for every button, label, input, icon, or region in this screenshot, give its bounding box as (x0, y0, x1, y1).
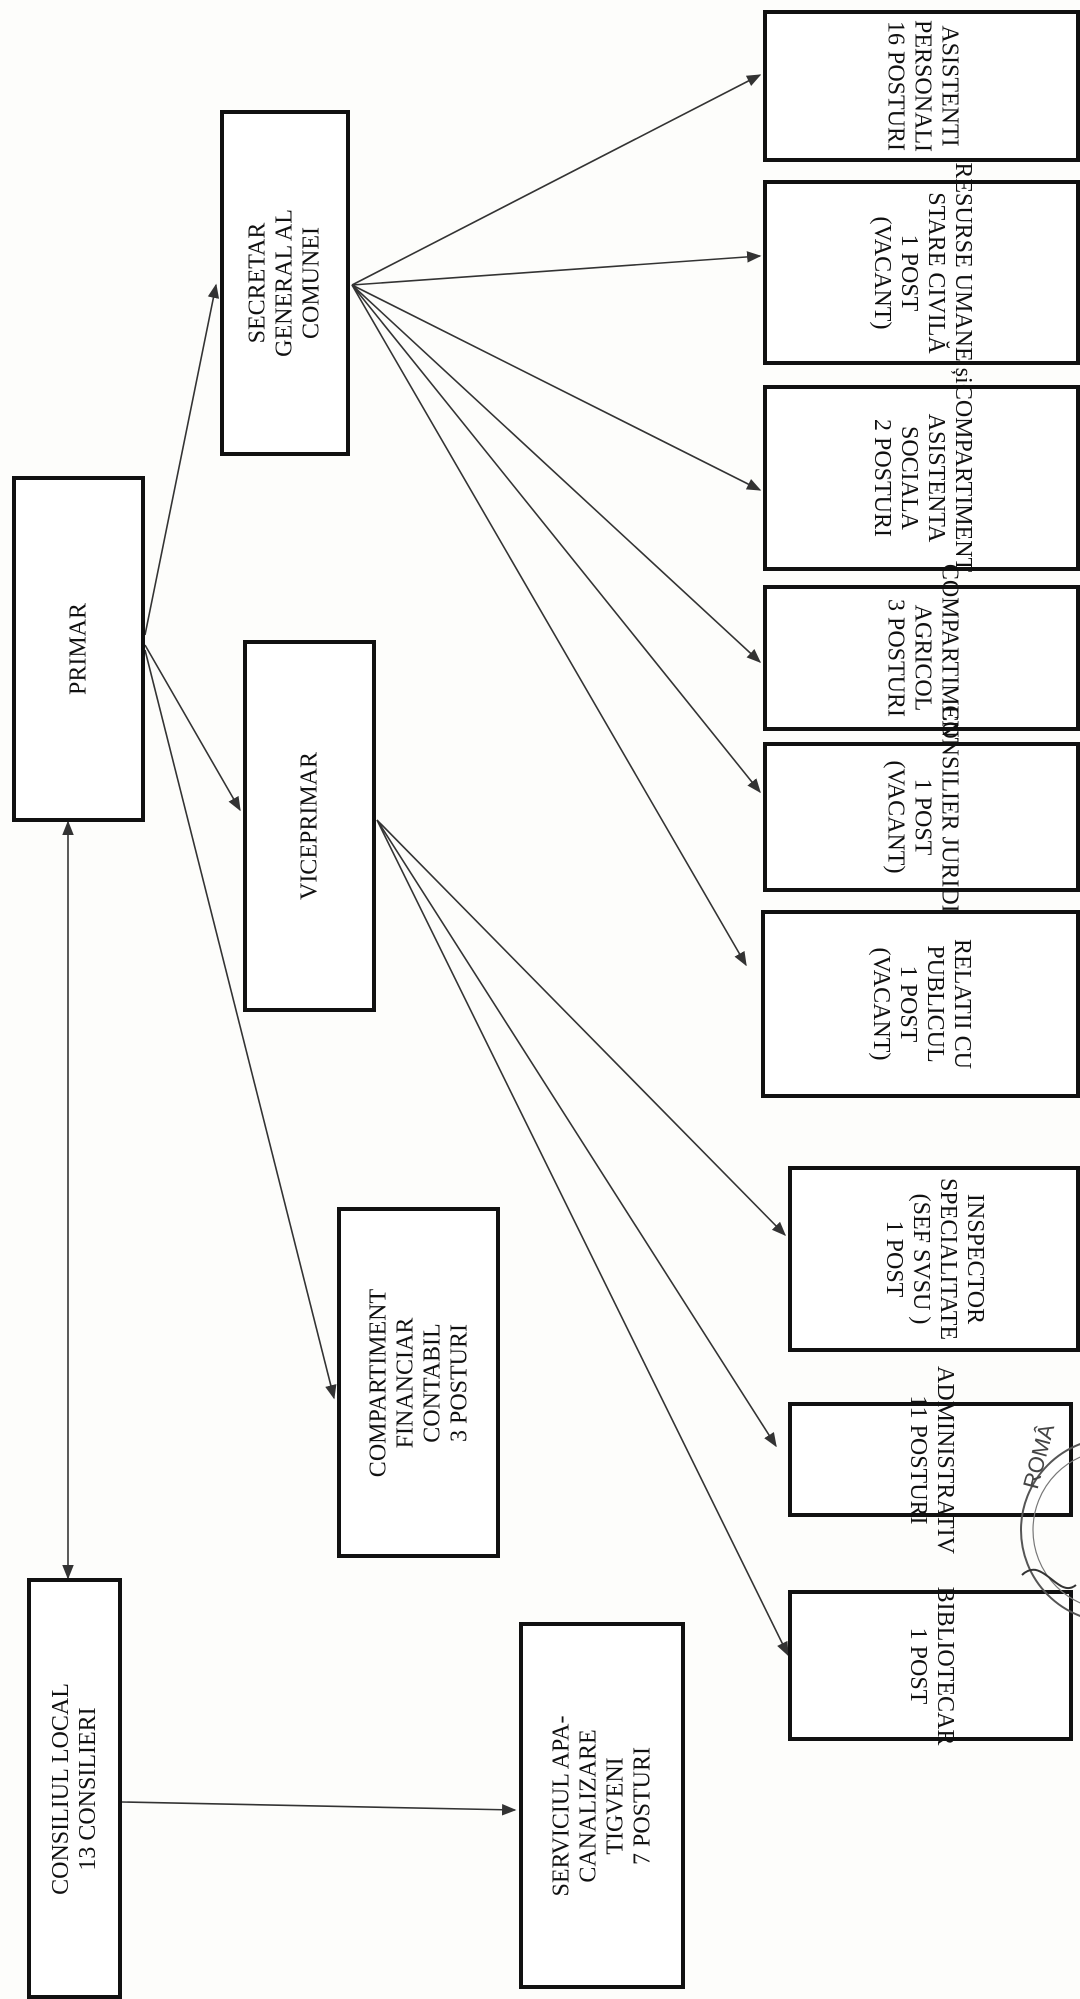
node-asistenti-personali: ASISTENTI PERSONALI 16 POSTURI (763, 10, 1080, 162)
connector-secretar-agricol (351, 284, 762, 663)
node-bibliotecar: BIBLIOTECAR 1 POST (788, 1586, 1073, 1745)
node-consilier-juridic-label: CONSILIER JURIDIC 1 POST (VACANT) (882, 705, 962, 929)
node-financiar: COMPARTIMENT FINANCIAR CONTABIL 3 POSTUR… (337, 1207, 500, 1558)
node-asistenta-sociala: COMPARTIMENT ASISTENTA SOCIALA 2 POSTURI (763, 383, 1080, 573)
connector-viceprimar-inspector (376, 819, 787, 1237)
node-apa-canalizare-label: SERVICIUL APA- CANALIZARE TIGVENI 7 POST… (548, 1715, 655, 1896)
connector-viceprimar-administrativ (376, 819, 777, 1448)
node-consilier-juridic: CONSILIER JURIDIC 1 POST (VACANT) (763, 705, 1080, 929)
connector-secretar-juridic (351, 284, 761, 794)
official-stamp: ROMÂNIA (1018, 1425, 1080, 1635)
node-viceprimar-label: VICEPRIMAR (296, 751, 323, 901)
node-inspector-specialitate: INSPECTOR SPECIALITATE (SEF SVSU ) 1 POS… (788, 1166, 1080, 1352)
node-inspector-specialitate-label: INSPECTOR SPECIALITATE (SEF SVSU ) 1 POS… (881, 1177, 988, 1341)
connector-secretar-asistenta (351, 284, 762, 491)
node-relatii-publicul-label: RELATII CU PUBLICUL 1 POST (VACANT) (867, 939, 975, 1069)
connector-primar-financiar (144, 649, 337, 1400)
node-consiliu-local: CONSILIUL LOCAL 13 CONSILIERI (27, 1578, 122, 1999)
node-administrativ: ADMINISTRATIV 11 POSTURI (788, 1366, 1073, 1554)
node-asistenta-sociala-label: COMPARTIMENT ASISTENTA SOCIALA 2 POSTURI (868, 383, 976, 573)
node-consiliu-local-label: CONSILIUL LOCAL 13 CONSILIERI (47, 1682, 101, 1895)
connector-secretar-resurse (351, 251, 762, 286)
node-secretar: SECRETAR GENERAL AL COMUNEI (220, 110, 350, 456)
stamp-circle-icon (1020, 1443, 1080, 1617)
node-secretar-label: SECRETAR GENERAL AL COMUNEI (244, 209, 325, 357)
node-relatii-publicul: RELATII CU PUBLICUL 1 POST (VACANT) (761, 910, 1080, 1098)
node-resurse-umane-label: RESURSE UMANE și STARE CIVILĂ 1 POST (VA… (868, 161, 976, 384)
connector-secretar-asistenti (351, 74, 762, 286)
node-administrativ-label: ADMINISTRATIV 11 POSTURI (904, 1365, 958, 1554)
node-primar: PRIMAR (12, 476, 145, 822)
node-viceprimar: VICEPRIMAR (243, 640, 376, 1012)
node-agricol: COMPARTIMENT AGRICOL 3 POSTURI (763, 564, 1080, 752)
node-financiar-label: COMPARTIMENT FINANCIAR CONTABIL 3 POSTUR… (364, 1288, 472, 1477)
node-primar-label: PRIMAR (65, 602, 92, 696)
connector-primar-viceprimar (144, 644, 241, 812)
connector-primar-secretar (144, 283, 220, 636)
node-apa-canalizare: SERVICIUL APA- CANALIZARE TIGVENI 7 POST… (519, 1622, 685, 1989)
node-resurse-umane: RESURSE UMANE și STARE CIVILĂ 1 POST (VA… (763, 162, 1080, 383)
connector-secretar-relatii (351, 284, 747, 967)
connector-viceprimar-bibliotecar (376, 819, 789, 1657)
node-bibliotecar-label: BIBLIOTECAR 1 POST (904, 1586, 958, 1745)
connector-consiliu-apa (121, 1801, 517, 1816)
node-asistenti-personali-label: ASISTENTI PERSONALI 16 POSTURI (882, 19, 962, 153)
